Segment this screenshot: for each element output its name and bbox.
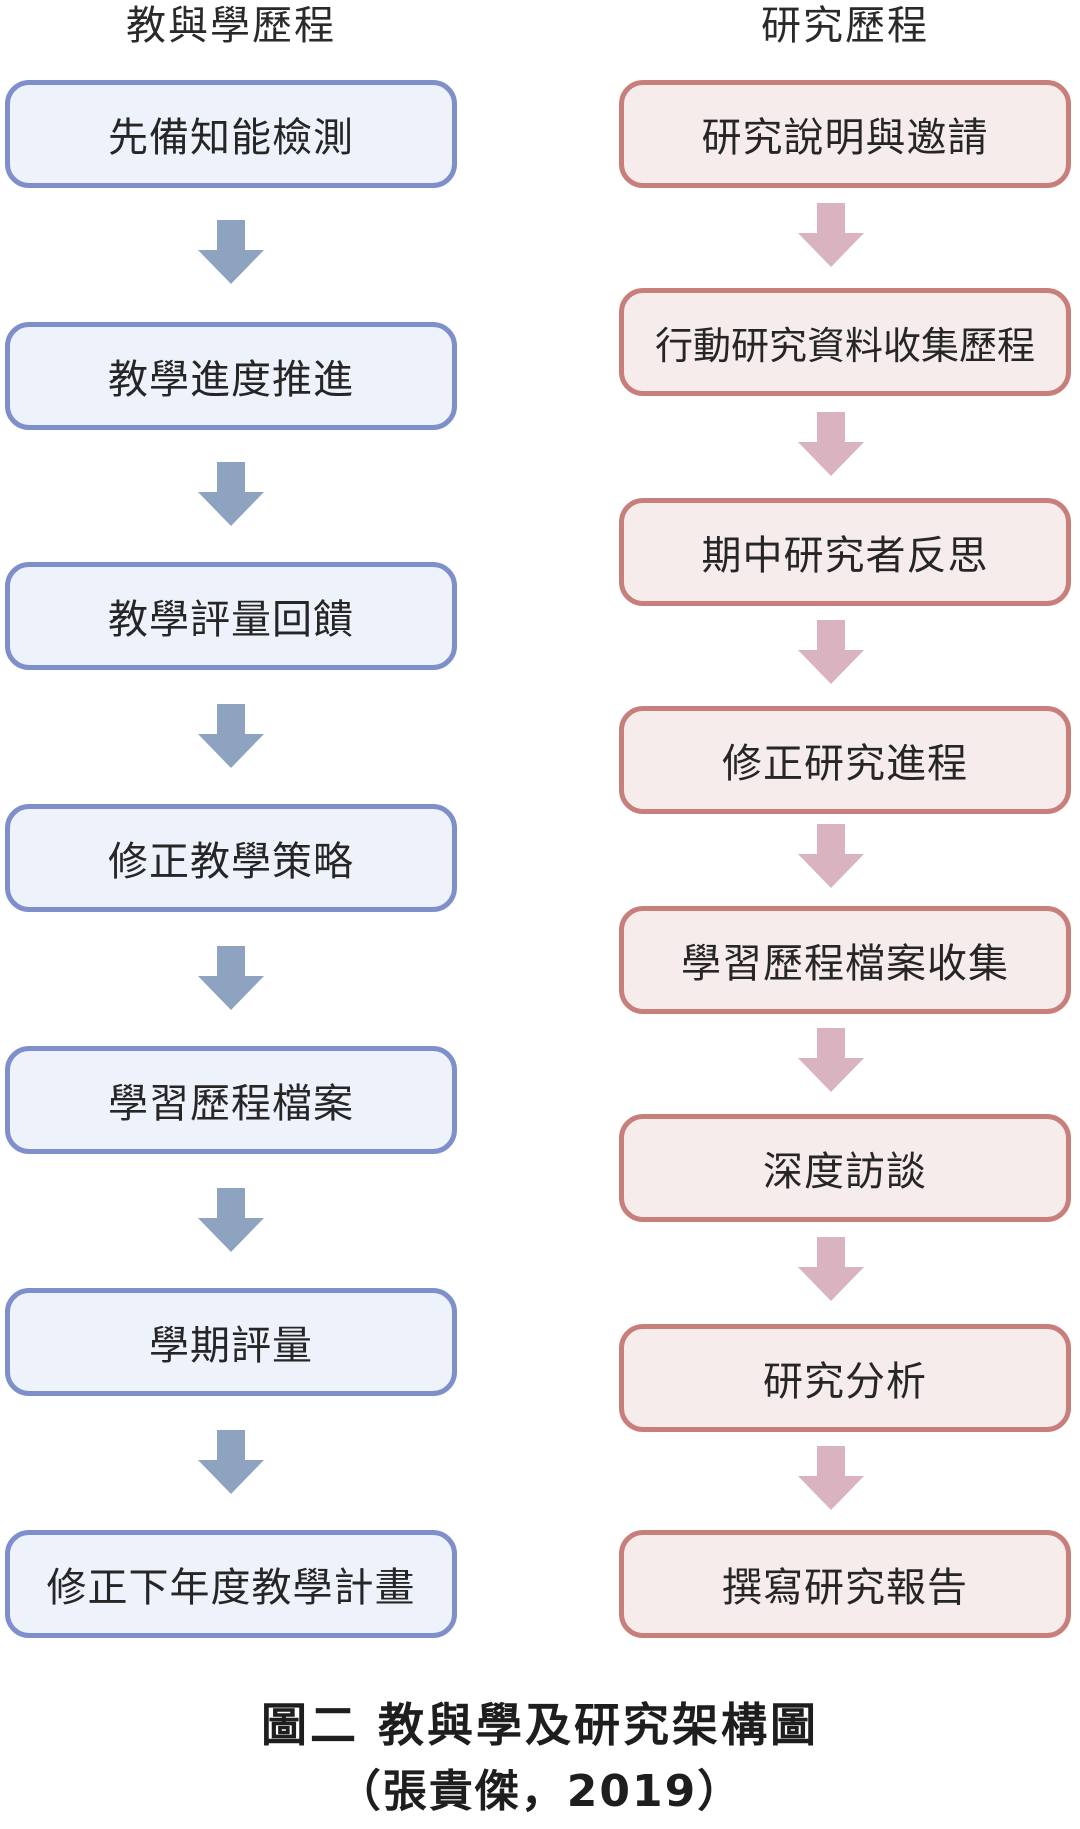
figure-source: （張貴傑，2019） bbox=[336, 1766, 744, 1817]
right-step-box: 研究分析 bbox=[619, 1324, 1071, 1432]
down-arrow-icon bbox=[198, 946, 264, 1010]
left-step-box: 教學評量回饋 bbox=[5, 562, 457, 670]
left-step-box: 修正下年度教學計畫 bbox=[5, 1530, 457, 1638]
down-arrow-icon bbox=[798, 1028, 864, 1092]
down-arrow-icon bbox=[798, 824, 864, 888]
down-arrow-icon bbox=[198, 462, 264, 526]
right-step-box: 學習歷程檔案收集 bbox=[619, 906, 1071, 1014]
down-arrow-icon bbox=[798, 1237, 864, 1301]
left-step-box: 學習歷程檔案 bbox=[5, 1046, 457, 1154]
left-step-box: 教學進度推進 bbox=[5, 322, 457, 430]
right-step-box: 行動研究資料收集歷程 bbox=[619, 288, 1071, 396]
left-step-box: 修正教學策略 bbox=[5, 804, 457, 912]
left-step-box: 先備知能檢測 bbox=[5, 80, 457, 188]
down-arrow-icon bbox=[798, 203, 864, 267]
down-arrow-icon bbox=[798, 412, 864, 476]
left-step-box: 學期評量 bbox=[5, 1288, 457, 1396]
figure-caption: 圖二 教與學及研究架構圖 bbox=[260, 1698, 819, 1752]
down-arrow-icon bbox=[198, 1430, 264, 1494]
down-arrow-icon bbox=[198, 220, 264, 284]
right-step-box: 撰寫研究報告 bbox=[619, 1530, 1071, 1638]
down-arrow-icon bbox=[798, 1446, 864, 1510]
down-arrow-icon bbox=[198, 1188, 264, 1252]
right-step-box: 深度訪談 bbox=[619, 1114, 1071, 1222]
right-step-box: 研究說明與邀請 bbox=[619, 80, 1071, 188]
down-arrow-icon bbox=[798, 620, 864, 684]
down-arrow-icon bbox=[198, 704, 264, 768]
right-step-box: 期中研究者反思 bbox=[619, 498, 1071, 606]
left-column-title: 教與學歷程 bbox=[126, 3, 336, 49]
right-column-title: 研究歷程 bbox=[761, 3, 929, 49]
right-step-box: 修正研究進程 bbox=[619, 706, 1071, 814]
